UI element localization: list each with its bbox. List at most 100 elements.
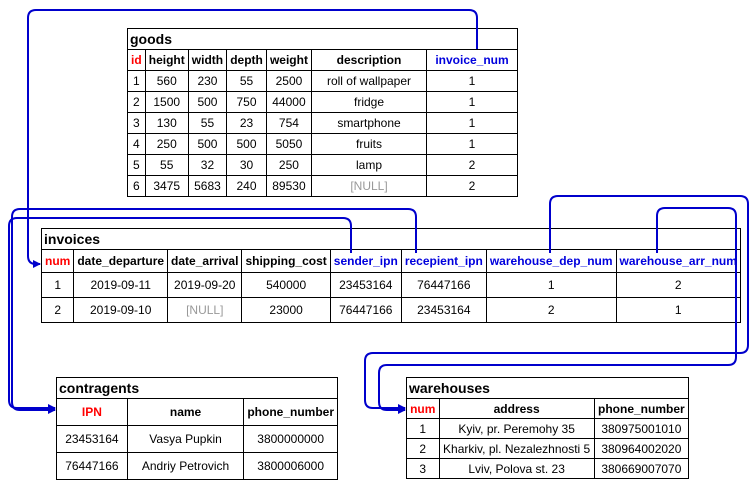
goods-col-depth: depth bbox=[226, 49, 267, 71]
table-cell: 1500 bbox=[144, 91, 189, 113]
null-cell: [NULL] bbox=[311, 175, 427, 197]
table-cell: 500 bbox=[187, 133, 228, 155]
invoices-col-date-arrival: date_arrival bbox=[167, 249, 243, 273]
table-cell: 500 bbox=[187, 91, 228, 113]
table-cell: 130 bbox=[144, 112, 189, 134]
table-cell: 55 bbox=[144, 154, 189, 176]
table-cell: Kyiv, pr. Peremohy 35 bbox=[438, 418, 595, 439]
table-cell: 1 bbox=[127, 70, 146, 92]
table-cell: 30 bbox=[226, 154, 267, 176]
invoices-col-num: num bbox=[40, 249, 75, 273]
table-row: 2 Kharkiv, pl. Nezalezhnosti 5 380964002… bbox=[406, 438, 690, 459]
table-cell: 2019-09-11 bbox=[73, 272, 169, 298]
table-cell: 5050 bbox=[265, 133, 313, 155]
table-cell: 250 bbox=[144, 133, 189, 155]
contragents-title: contragents bbox=[56, 377, 338, 399]
table-row: 1 560 230 55 2500 roll of wallpaper 1 bbox=[127, 70, 518, 92]
contragents-col-name: name bbox=[126, 398, 245, 426]
table-cell: 5 bbox=[127, 154, 146, 176]
table-cell: roll of wallpaper bbox=[311, 70, 427, 92]
table-cell: 3800000000 bbox=[243, 425, 338, 453]
goods-table: goods id height width depth weight descr… bbox=[127, 28, 518, 197]
table-cell: 2 bbox=[127, 91, 146, 113]
goods-col-invoice-num: invoice_num bbox=[426, 49, 518, 71]
invoices-col-sender-ipn: sender_ipn bbox=[329, 249, 402, 273]
table-row: 3 130 55 23 754 smartphone 1 bbox=[127, 112, 518, 134]
invoices-col-warehouse-arr-num: warehouse_arr_num bbox=[615, 249, 741, 273]
contragents-col-ipn: IPN bbox=[56, 398, 128, 426]
table-cell: 2500 bbox=[265, 70, 313, 92]
table-cell: 32 bbox=[187, 154, 228, 176]
table-cell: smartphone bbox=[311, 112, 427, 134]
table-cell: 55 bbox=[187, 112, 228, 134]
table-cell: 76447166 bbox=[400, 272, 487, 298]
table-row: 2 1500 500 750 44000 fridge 1 bbox=[127, 91, 518, 113]
invoices-col-shipping-cost: shipping_cost bbox=[241, 249, 331, 273]
table-cell: 380669007070 bbox=[593, 458, 690, 479]
table-cell: 76447166 bbox=[329, 297, 402, 323]
warehouses-table: warehouses num address phone_number 1 Ky… bbox=[406, 377, 690, 479]
table-cell: 1 bbox=[426, 133, 518, 155]
table-row: 4 250 500 500 5050 fruits 1 bbox=[127, 133, 518, 155]
warehouses-header-row: num address phone_number bbox=[406, 398, 690, 419]
table-cell: 1 bbox=[485, 272, 617, 298]
goods-col-description: description bbox=[311, 49, 427, 71]
table-cell: fruits bbox=[311, 133, 427, 155]
invoices-title: invoices bbox=[41, 228, 741, 250]
goods-col-width: width bbox=[187, 49, 228, 71]
contragents-col-phone-number: phone_number bbox=[243, 398, 338, 426]
contragents-table: contragents IPN name phone_number 234531… bbox=[56, 377, 338, 480]
warehouses-col-phone-number: phone_number bbox=[593, 398, 690, 419]
table-cell: 76447166 bbox=[56, 452, 128, 480]
table-cell: 3 bbox=[406, 458, 440, 479]
table-cell: Vasya Pupkin bbox=[126, 425, 245, 453]
table-row: 2 2019-09-10 [NULL] 23000 76447166 23453… bbox=[40, 297, 741, 323]
table-cell: 2 bbox=[615, 272, 741, 298]
table-cell: 44000 bbox=[265, 91, 313, 113]
table-cell: 23000 bbox=[241, 297, 331, 323]
table-cell: 23 bbox=[226, 112, 267, 134]
table-cell: 380964002020 bbox=[593, 438, 690, 459]
table-cell: 89530 bbox=[265, 175, 313, 197]
table-cell: 560 bbox=[144, 70, 189, 92]
table-cell: 1 bbox=[615, 297, 741, 323]
table-cell: 2019-09-20 bbox=[167, 272, 243, 298]
table-cell: 250 bbox=[265, 154, 313, 176]
table-cell: 2 bbox=[426, 154, 518, 176]
table-row: 1 Kyiv, pr. Peremohy 35 380975001010 bbox=[406, 418, 690, 439]
table-cell: 2 bbox=[406, 438, 440, 459]
table-cell: 23453164 bbox=[56, 425, 128, 453]
table-cell: 55 bbox=[226, 70, 267, 92]
table-cell: 23453164 bbox=[400, 297, 487, 323]
table-row: 76447166 Andriy Petrovich 3800006000 bbox=[56, 452, 338, 480]
table-cell: 1 bbox=[40, 272, 75, 298]
invoices-table: invoices num date_departure date_arrival… bbox=[40, 228, 741, 323]
table-cell: 5683 bbox=[187, 175, 228, 197]
table-cell: 2 bbox=[485, 297, 617, 323]
table-cell: 380975001010 bbox=[593, 418, 690, 439]
null-cell: [NULL] bbox=[167, 297, 243, 323]
warehouses-col-num: num bbox=[406, 398, 440, 419]
table-cell: 754 bbox=[265, 112, 313, 134]
table-cell: 1 bbox=[426, 112, 518, 134]
table-cell: 500 bbox=[226, 133, 267, 155]
goods-col-id: id bbox=[127, 49, 146, 71]
table-cell: Kharkiv, pl. Nezalezhnosti 5 bbox=[438, 438, 595, 459]
table-row: 5 55 32 30 250 lamp 2 bbox=[127, 154, 518, 176]
goods-header-row: id height width depth weight description… bbox=[127, 49, 518, 71]
warehouses-title: warehouses bbox=[406, 377, 689, 399]
table-cell: 1 bbox=[426, 91, 518, 113]
table-cell: 3 bbox=[127, 112, 146, 134]
contragents-header-row: IPN name phone_number bbox=[56, 398, 338, 426]
table-cell: 3800006000 bbox=[243, 452, 338, 480]
table-cell: 540000 bbox=[241, 272, 331, 298]
table-cell: fridge bbox=[311, 91, 427, 113]
table-cell: 4 bbox=[127, 133, 146, 155]
goods-col-weight: weight bbox=[265, 49, 313, 71]
table-row: 3 Lviv, Polova st. 23 380669007070 bbox=[406, 458, 690, 479]
table-cell: 2 bbox=[40, 297, 75, 323]
invoices-col-recepient-ipn: recepient_ipn bbox=[400, 249, 487, 273]
table-cell: 230 bbox=[187, 70, 228, 92]
table-cell: Lviv, Polova st. 23 bbox=[438, 458, 595, 479]
table-cell: 750 bbox=[226, 91, 267, 113]
